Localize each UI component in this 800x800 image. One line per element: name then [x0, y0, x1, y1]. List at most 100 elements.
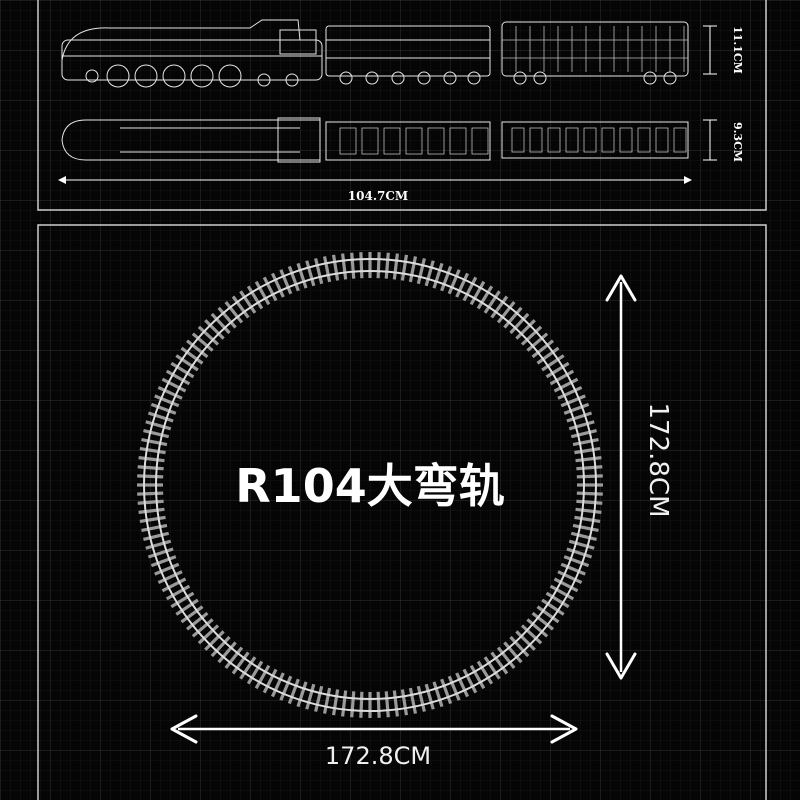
- track-tie: [359, 252, 364, 279]
- track-tie: [560, 562, 586, 576]
- track-tie: [157, 385, 183, 400]
- track-tie: [483, 656, 501, 680]
- track-tie: [568, 539, 595, 550]
- track-tie: [191, 618, 214, 638]
- track-tie: [526, 618, 549, 638]
- track-tie: [139, 446, 166, 455]
- wheel: [443, 71, 457, 85]
- track-tie: [447, 675, 461, 701]
- track-tie: [217, 641, 237, 664]
- track-panel: R104大弯轨 172.8CM 172.8CM: [37, 224, 767, 800]
- track-tie: [496, 646, 516, 669]
- track-tie: [314, 258, 324, 285]
- wheel: [85, 69, 99, 83]
- track-tie: [204, 630, 225, 651]
- track-tie: [157, 570, 183, 585]
- track-tie: [139, 515, 166, 524]
- wheel: [643, 71, 657, 85]
- track-tie: [424, 683, 435, 710]
- height-label: 11.1CM: [731, 26, 744, 74]
- track-tie: [400, 689, 409, 716]
- track-tie: [331, 689, 340, 716]
- track-tie: [566, 411, 593, 423]
- track-tie: [224, 301, 244, 324]
- track-tie: [536, 605, 560, 624]
- diameter-horizontal-dimension: 172.8CM: [170, 714, 578, 770]
- track-tie: [455, 272, 470, 298]
- track-tie: [432, 262, 444, 289]
- track-tie: [576, 499, 603, 505]
- track-tie: [137, 491, 164, 496]
- track-tie: [503, 306, 523, 329]
- track-tie: [210, 635, 231, 658]
- circular-track: [137, 252, 603, 718]
- track-tie: [154, 394, 180, 408]
- track-tie: [210, 312, 231, 335]
- track-tie: [515, 319, 536, 340]
- track-tie: [416, 685, 426, 712]
- track-tie: [161, 577, 187, 593]
- track-tie: [138, 507, 165, 514]
- height-dimension: 11.1CM: [703, 25, 744, 75]
- wheel: [285, 73, 299, 87]
- track-tie: [145, 539, 172, 550]
- track-tie: [262, 668, 278, 694]
- track-tie: [384, 691, 390, 718]
- track-tie: [322, 687, 332, 714]
- track-tie: [186, 339, 209, 359]
- track-tie: [549, 584, 575, 601]
- track-tie: [541, 354, 565, 372]
- track-tie: [137, 465, 164, 471]
- track-tie: [254, 280, 271, 306]
- track-tie: [197, 325, 220, 346]
- track-tie: [469, 280, 486, 306]
- track-tie: [180, 346, 204, 365]
- track-tie: [175, 598, 199, 616]
- track-title: R104大弯轨: [235, 459, 504, 513]
- track-tie: [322, 256, 332, 283]
- track-tie: [503, 641, 523, 664]
- diameter-horizontal-label: 172.8CM: [325, 742, 431, 770]
- track-tie: [305, 683, 316, 710]
- track-tie: [137, 474, 164, 479]
- track-tie: [576, 491, 603, 496]
- track-tie: [138, 456, 165, 463]
- track-tie: [563, 402, 590, 415]
- track-tie: [350, 252, 356, 279]
- track-tie: [279, 269, 293, 295]
- track-tie: [296, 262, 308, 289]
- track-tie: [447, 269, 461, 295]
- track-tie: [570, 429, 597, 439]
- train-side-view: [61, 19, 689, 88]
- track-tie: [262, 276, 278, 302]
- wheel: [417, 71, 431, 85]
- diameter-vertical-dimension: 172.8CM: [605, 274, 673, 680]
- track-tie: [231, 651, 250, 675]
- track-tie: [575, 456, 602, 463]
- wheel: [218, 64, 242, 88]
- track-tie: [175, 354, 199, 372]
- track-tie: [455, 672, 470, 698]
- track-tie: [483, 290, 501, 314]
- track-tie: [246, 285, 264, 310]
- track-tie: [545, 591, 570, 609]
- wheel: [391, 71, 405, 85]
- length-dimension: 104.7CM: [58, 176, 692, 203]
- track-tie: [490, 651, 509, 675]
- track-tie: [239, 290, 257, 314]
- track-tie: [150, 555, 177, 568]
- track-tie: [496, 301, 516, 324]
- track-tie: [574, 515, 601, 524]
- track-tie: [416, 258, 426, 285]
- wheel: [106, 64, 130, 88]
- track-tie: [476, 660, 494, 685]
- track-tie: [376, 691, 381, 718]
- track-tie: [574, 446, 601, 455]
- track-tie: [147, 411, 174, 423]
- wheel: [257, 73, 271, 87]
- track-tie: [531, 611, 554, 631]
- track-tie: [490, 295, 509, 319]
- track-tie: [314, 685, 324, 712]
- width-label: 9.3CM: [731, 122, 744, 162]
